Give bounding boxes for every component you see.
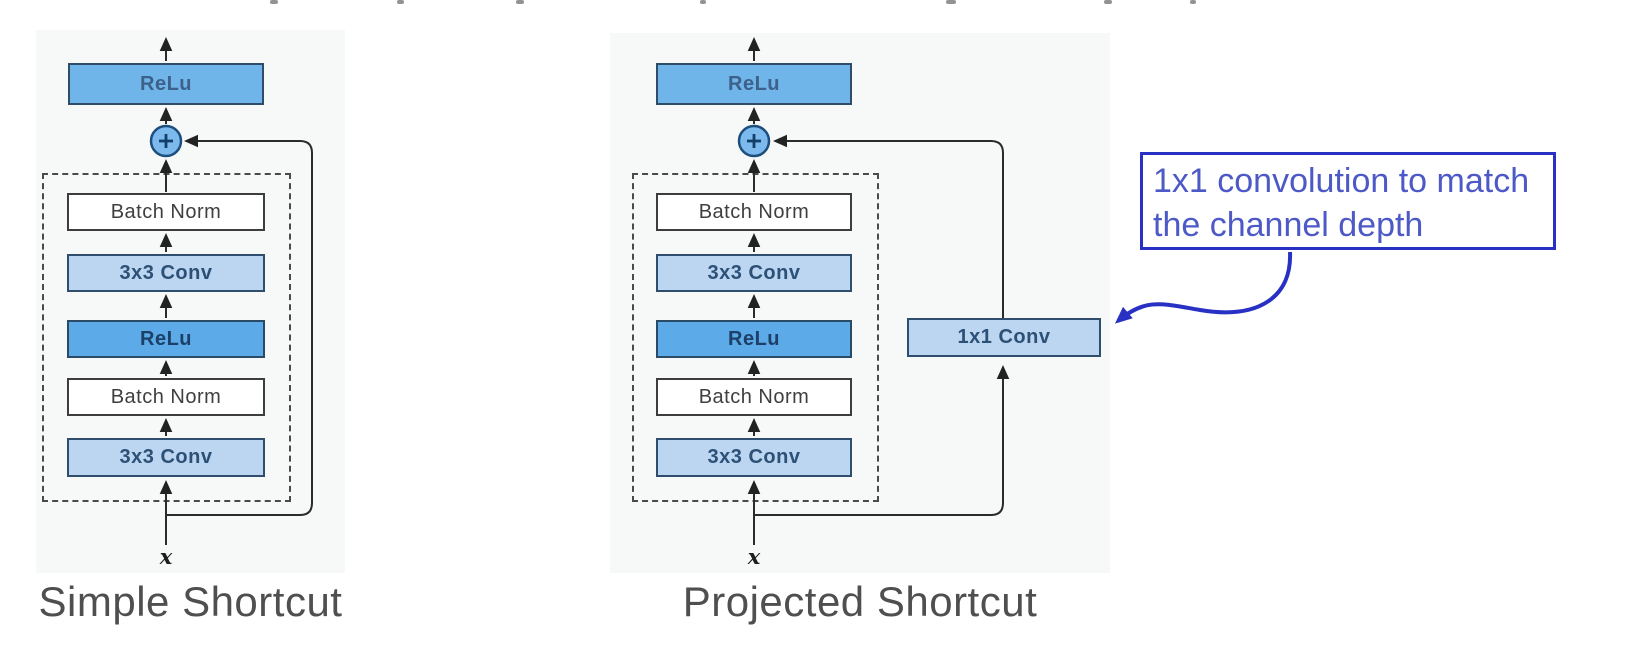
caption-simple-shortcut: Simple Shortcut xyxy=(38,578,343,625)
simple-shortcut-flow-arrows xyxy=(159,37,313,545)
block-3x3-conv: 3x3 Conv xyxy=(656,438,852,477)
cropped-text-remnant xyxy=(700,0,706,4)
block-batch-norm: Batch Norm xyxy=(656,378,852,416)
cropped-text-remnant xyxy=(1104,0,1112,4)
annotation-pointer-arrow xyxy=(1114,251,1293,324)
projection-to-merge-line xyxy=(773,134,1004,318)
cropped-text-remnant xyxy=(397,0,404,4)
cropped-text-remnant xyxy=(516,0,524,4)
simple-shortcut-panel xyxy=(36,30,345,573)
cropped-text-remnant xyxy=(946,0,956,4)
merge-plus-icon xyxy=(737,124,771,158)
block-batch-norm: Batch Norm xyxy=(67,193,265,231)
annotation-text-line1: 1x1 convolution to match xyxy=(1153,162,1530,200)
block-batch-norm: Batch Norm xyxy=(67,378,265,416)
annotation-callout: 1x1 convolution to match the channel dep… xyxy=(1140,152,1556,250)
block-relu-output: ReLu xyxy=(656,63,852,105)
block-relu-output: ReLu xyxy=(68,63,264,105)
skip-to-projection-line xyxy=(754,365,1010,516)
residual-body-dashed-box-right xyxy=(632,173,879,502)
block-1x1-conv-projection: 1x1 Conv xyxy=(907,318,1101,357)
input-x-label: x xyxy=(747,544,761,569)
block-3x3-conv: 3x3 Conv xyxy=(67,254,265,292)
caption-projected-shortcut: Projected Shortcut xyxy=(682,578,1038,625)
skip-connection-line xyxy=(166,134,313,516)
block-batch-norm: Batch Norm xyxy=(656,193,852,231)
block-3x3-conv: 3x3 Conv xyxy=(656,254,852,292)
block-relu: ReLu xyxy=(67,320,265,358)
input-x-label: x xyxy=(159,544,173,569)
projected-shortcut-flow-arrows xyxy=(747,37,1010,545)
cropped-text-remnant xyxy=(1190,0,1196,4)
merge-plus-icon xyxy=(149,124,183,158)
cropped-text-remnant xyxy=(270,0,278,4)
projected-shortcut-panel xyxy=(610,33,1110,573)
annotation-text-line2: the channel depth xyxy=(1153,206,1424,244)
block-relu: ReLu xyxy=(656,320,852,358)
block-3x3-conv: 3x3 Conv xyxy=(67,438,265,477)
